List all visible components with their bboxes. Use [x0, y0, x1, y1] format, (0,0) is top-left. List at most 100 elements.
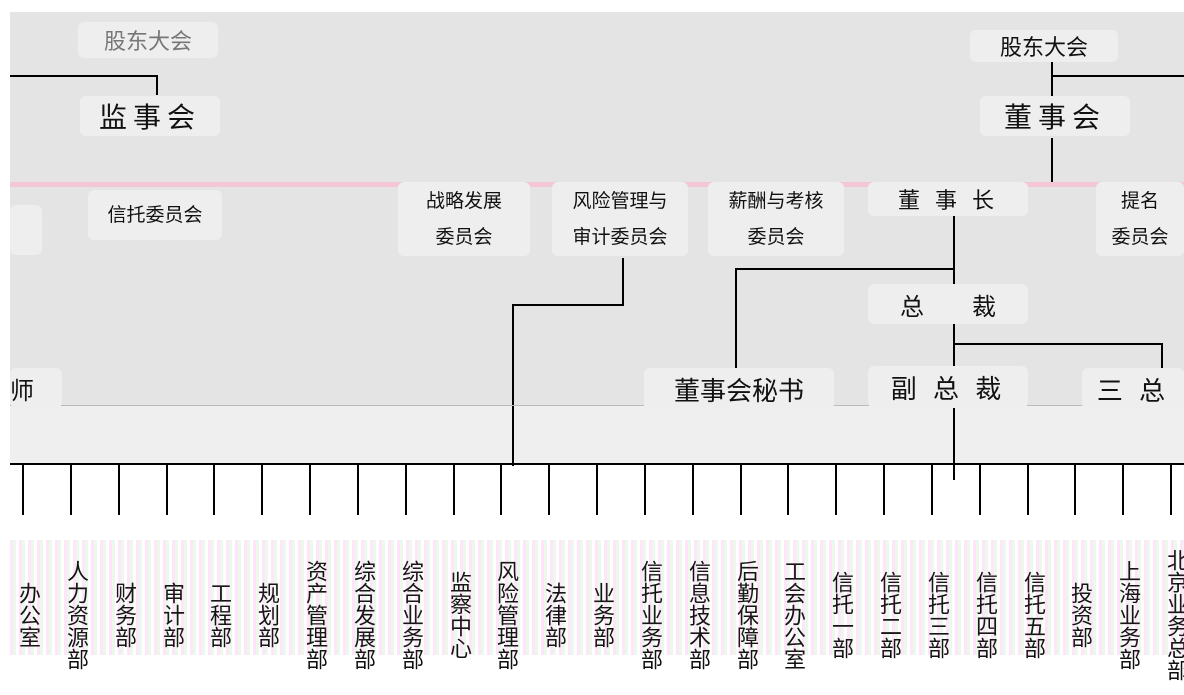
- department-connector: [596, 463, 598, 515]
- nomination-line-1: 提名: [1120, 190, 1159, 212]
- nomination-committee: 提名 委员会: [1096, 182, 1184, 256]
- counsel-label: 师: [10, 376, 34, 405]
- department-24: 上海业务部: [1115, 560, 1140, 670]
- trust-committee-label: 信托委员会: [107, 204, 203, 226]
- connector: [1051, 75, 1184, 77]
- department-2: 人力资源部: [63, 560, 88, 670]
- supervisory-board-label: 监事会: [98, 101, 201, 134]
- connector: [735, 268, 737, 373]
- department-connector: [1027, 463, 1029, 515]
- department-connector: [1074, 463, 1076, 515]
- diagram-background-lower: [10, 405, 1184, 465]
- department-connector: [70, 463, 72, 515]
- department-connector: [213, 463, 215, 515]
- shareholders-meeting-right: 股东大会: [970, 30, 1118, 62]
- department-8: 综合发展部: [350, 560, 375, 670]
- department-7: 资产管理部: [302, 560, 327, 670]
- department-1: 办公室: [15, 582, 40, 648]
- three-chiefs: 三 总: [1082, 368, 1184, 410]
- board-label: 董事会: [1003, 101, 1106, 134]
- department-11: 风险管理部: [493, 560, 518, 670]
- department-5: 工程部: [206, 582, 231, 648]
- connector: [10, 405, 1184, 406]
- department-connector: [357, 463, 359, 515]
- department-connector: [931, 463, 933, 515]
- department-20: 信托三部: [924, 571, 949, 659]
- connector: [953, 343, 1163, 345]
- connector: [735, 268, 955, 270]
- department-connector: [692, 463, 694, 515]
- strategy-line-2: 委员会: [435, 226, 493, 248]
- department-21: 信托四部: [972, 571, 997, 659]
- department-25: 北京业务总部: [1163, 549, 1184, 681]
- department-connector: [166, 463, 168, 515]
- chairman: 董 事 长: [868, 182, 1028, 216]
- risk-audit-committee: 风险管理与 审计委员会: [552, 182, 688, 256]
- risk-audit-line-1: 风险管理与: [572, 190, 668, 212]
- department-16: 后勤保障部: [733, 560, 758, 670]
- department-connector: [405, 463, 407, 515]
- department-connector: [309, 463, 311, 515]
- connector: [1161, 343, 1163, 373]
- department-connector: [453, 463, 455, 515]
- department-10: 监察中心: [446, 571, 471, 659]
- chairman-label: 董 事 长: [898, 189, 998, 214]
- department-connector: [118, 463, 120, 515]
- left-edge-box: [10, 205, 42, 255]
- department-14: 信托业务部: [637, 560, 662, 670]
- department-connector: [548, 463, 550, 515]
- connector: [1051, 60, 1053, 96]
- department-connector: [740, 463, 742, 515]
- president-label: 总 裁: [900, 292, 996, 321]
- compensation-committee: 薪酬与考核 委员会: [708, 182, 844, 256]
- vice-president-label: 副 总 裁: [890, 374, 1006, 405]
- department-19: 信托二部: [876, 571, 901, 659]
- department-17: 工会办公室: [780, 560, 805, 670]
- connector: [10, 75, 158, 77]
- connector: [622, 258, 624, 306]
- department-6: 规划部: [254, 582, 279, 648]
- compensation-line-2: 委员会: [747, 226, 805, 248]
- department-18: 信托一部: [828, 571, 853, 659]
- department-connector: [500, 463, 502, 515]
- department-15: 信息技术部: [685, 560, 710, 670]
- strategy-committee: 战略发展 委员会: [398, 182, 530, 256]
- compensation-line-1: 薪酬与考核: [728, 190, 824, 212]
- department-connector: [1170, 463, 1172, 515]
- supervisory-board: 监事会: [80, 96, 220, 136]
- connector: [1051, 138, 1053, 182]
- shareholders-label: 股东大会: [999, 36, 1088, 61]
- department-13: 业务部: [589, 582, 614, 648]
- shareholders-meeting-left: 股东大会: [78, 22, 218, 58]
- department-23: 投资部: [1067, 582, 1092, 648]
- vice-president: 副 总 裁: [868, 366, 1028, 408]
- department-connector: [644, 463, 646, 515]
- board-secretary-label: 董事会秘书: [673, 376, 804, 407]
- trust-committee: 信托委员会: [88, 190, 222, 240]
- department-4: 审计部: [159, 582, 184, 648]
- department-9: 综合业务部: [398, 560, 423, 670]
- department-22: 信托五部: [1020, 571, 1045, 659]
- connector: [953, 210, 955, 480]
- president: 总 裁: [868, 284, 1028, 324]
- counsel: 师: [10, 368, 62, 408]
- department-connector: [883, 463, 885, 515]
- connector: [512, 304, 624, 306]
- department-connector: [835, 463, 837, 515]
- three-chiefs-label: 三 总: [1096, 376, 1170, 407]
- shareholders-label: 股东大会: [103, 30, 192, 55]
- nomination-line-2: 委员会: [1111, 226, 1169, 248]
- department-connector: [787, 463, 789, 515]
- board-of-directors: 董事会: [980, 96, 1130, 136]
- department-connector: [1122, 463, 1124, 515]
- department-connector: [22, 463, 24, 515]
- department-3: 财务部: [111, 582, 136, 648]
- strategy-line-1: 战略发展: [425, 190, 502, 212]
- department-connector: [979, 463, 981, 515]
- risk-audit-line-2: 审计委员会: [572, 226, 668, 248]
- board-secretary: 董事会秘书: [644, 368, 834, 410]
- department-12: 法律部: [541, 582, 566, 648]
- connector: [512, 304, 514, 466]
- department-connector: [261, 463, 263, 515]
- connector: [156, 75, 158, 95]
